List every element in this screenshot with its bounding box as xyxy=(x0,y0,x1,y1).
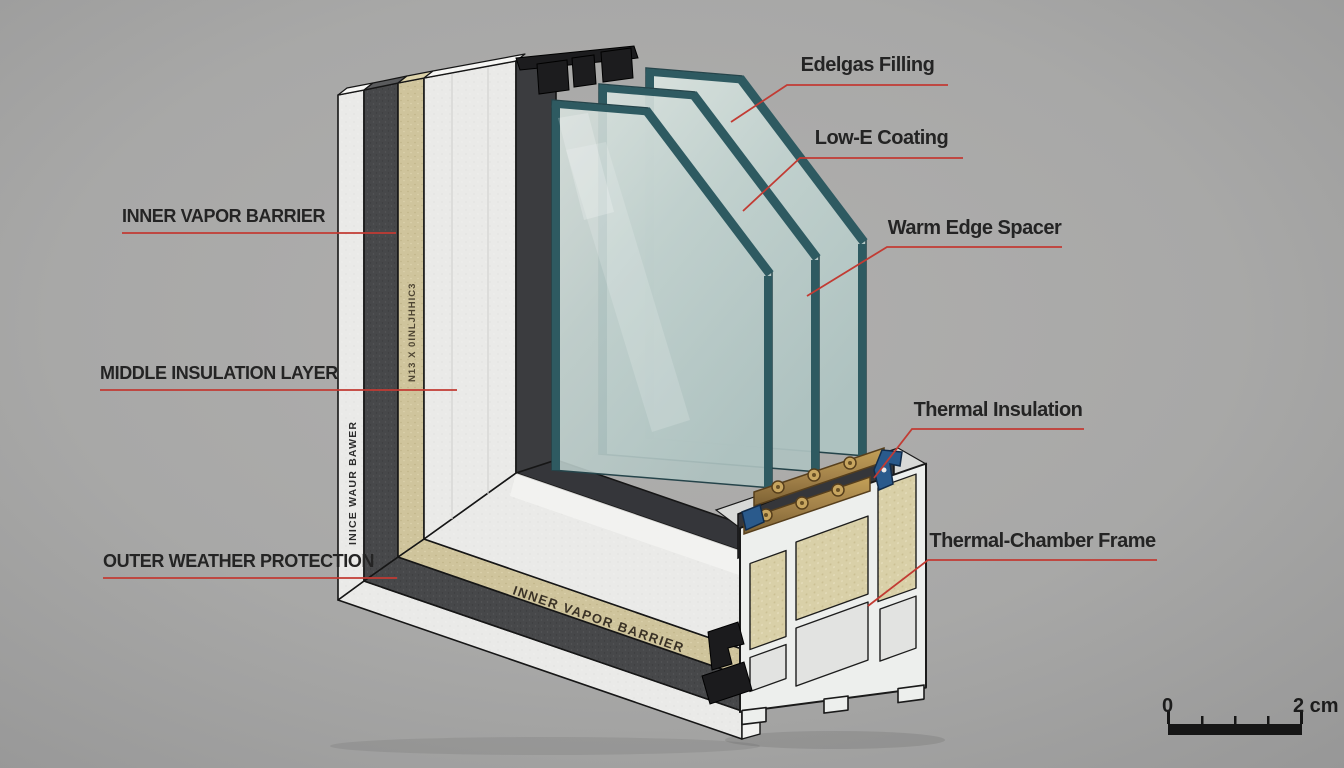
label-low-e-coating: Low-E Coating xyxy=(814,127,949,149)
scale-tick-q2 xyxy=(1234,716,1237,724)
glass-reflection-small xyxy=(558,113,614,220)
frame-cross-section xyxy=(739,462,927,726)
air-chamber-left xyxy=(749,643,787,693)
foam-chamber-mid xyxy=(795,515,869,621)
leader-edelgas xyxy=(730,84,948,123)
scale-bar-body xyxy=(1168,724,1302,735)
glass-reflection-streak xyxy=(566,142,690,432)
sill-top-highlight xyxy=(510,473,742,576)
thermal-break-clips xyxy=(741,449,903,532)
scale-label-end: 2 cm xyxy=(1293,695,1339,717)
ground-shadow-right xyxy=(725,731,945,749)
ground-shadow-left xyxy=(330,737,760,755)
label-edelgas-filling: Edelgas Filling xyxy=(800,54,935,76)
beige-strip-inscription: N13 X 0INLJHHIC3 xyxy=(407,283,418,382)
label-thermal-chamber-frame: Thermal-Chamber Frame xyxy=(929,530,1156,552)
middle-white-strip xyxy=(423,60,517,540)
leader-thermal-chamber xyxy=(867,559,1157,607)
white-strip-inscription: INICE WAUR BAWER xyxy=(347,421,359,545)
rubber-gaskets xyxy=(701,621,753,705)
label-warm-edge-spacer: Warm Edge Spacer xyxy=(887,217,1062,239)
profile-feet xyxy=(741,684,925,726)
scale-tick-end xyxy=(1300,710,1303,724)
sash-backdrop xyxy=(515,60,557,475)
leader-lines xyxy=(100,84,1157,607)
scale-tick-q3 xyxy=(1267,716,1270,724)
spacer-bars xyxy=(743,446,885,536)
thermal-clip-left xyxy=(741,503,765,532)
label-thermal-insulation: Thermal Insulation xyxy=(913,399,1083,421)
foam-chamber-left xyxy=(749,549,787,651)
glazing-top-caps xyxy=(515,45,639,95)
scale-label-start: 0 xyxy=(1162,695,1173,717)
frame-top-faces xyxy=(337,53,526,96)
leader-low-e xyxy=(742,157,963,212)
leader-thermal-insulation xyxy=(873,428,1084,479)
label-outer-weather-protection: OUTER WEATHER PROTECTION xyxy=(103,551,375,571)
glass-pane-1 xyxy=(551,99,774,489)
panel-seams xyxy=(451,67,489,519)
scale-tick-start xyxy=(1167,710,1170,724)
leader-warm-edge xyxy=(806,246,1062,297)
label-middle-insulation-layer: MIDDLE INSULATION LAYER xyxy=(100,363,338,383)
air-chamber-right xyxy=(879,595,917,662)
frame-bottom-layers xyxy=(337,454,743,740)
thermal-clip-right xyxy=(873,449,903,492)
scale-tick-q1 xyxy=(1201,716,1204,724)
charcoal-strip xyxy=(363,82,399,582)
label-inner-vapor-barrier: INNER VAPOR BARRIER xyxy=(122,206,326,226)
scale-bar: 0 2 cm xyxy=(1162,695,1339,735)
air-chamber-mid xyxy=(795,601,869,687)
foam-chamber-right xyxy=(877,473,917,603)
